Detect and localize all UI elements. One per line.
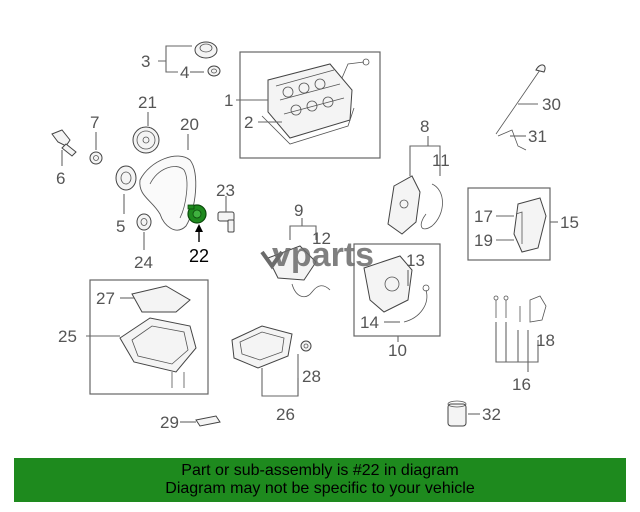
cylinder-head-cover[interactable] [267, 63, 353, 139]
oil-pan-bracket[interactable] [195, 415, 221, 427]
callout-4: 4 [180, 63, 189, 82]
callout-7: 7 [90, 113, 99, 132]
callout-8: 8 [420, 117, 429, 136]
callout-19: 19 [474, 231, 493, 250]
callout-11: 11 [432, 151, 450, 170]
oil-pan-bolts[interactable] [171, 372, 185, 388]
oil-pan-box [89, 279, 209, 395]
callout-30: 30 [542, 95, 561, 114]
timing-cover-upper[interactable] [387, 175, 421, 235]
pcv-hose[interactable] [341, 58, 370, 79]
callout-28: 28 [302, 367, 321, 386]
crankshaft-sensor[interactable] [51, 129, 77, 157]
callout-9: 9 [294, 201, 303, 220]
callout-22: 22 [189, 246, 209, 266]
callout-16: 16 [512, 375, 531, 394]
callout-23: 23 [216, 181, 235, 200]
callout-21: 21 [138, 93, 157, 112]
callout-3: 3 [141, 52, 150, 71]
oil-filler-cap[interactable] [194, 41, 218, 59]
oil-seal[interactable] [89, 151, 103, 165]
parts-diagram: 3 4 1 2 6 7 21 5 [51, 41, 579, 432]
bolt-set[interactable] [493, 295, 547, 323]
callout-32: 32 [482, 405, 501, 424]
callout-12: 12 [312, 229, 331, 248]
callout-29: 29 [160, 413, 179, 432]
timing-cover-box [467, 187, 551, 261]
camshaft-sprocket[interactable] [132, 126, 160, 154]
banner-line-1: Part or sub-assembly is #22 in diagram [181, 462, 459, 479]
callout-14: 14 [360, 313, 379, 332]
callout-20: 20 [180, 115, 199, 134]
lower-oil-pan[interactable] [231, 325, 293, 369]
upper-oil-pan[interactable] [119, 317, 197, 373]
timing-case-box [353, 243, 441, 337]
oil-filter[interactable] [447, 400, 467, 427]
dipstick-guide[interactable] [497, 129, 527, 151]
timing-cover-gasket[interactable] [420, 183, 443, 230]
timing-cover-side[interactable] [513, 197, 547, 253]
callout-6: 6 [56, 169, 65, 188]
tensioner-bolt[interactable] [217, 211, 235, 233]
timing-case-gasket[interactable] [403, 284, 430, 323]
timing-belt-tensioner[interactable] [187, 204, 207, 224]
callout-25: 25 [58, 327, 77, 346]
crankshaft-pulley[interactable] [115, 165, 137, 191]
callout-31: 31 [528, 127, 547, 146]
cylinder-head-box [239, 51, 381, 159]
callout-24: 24 [134, 253, 153, 272]
timing-belt[interactable] [139, 155, 197, 231]
callout-17: 17 [474, 207, 493, 226]
watermark-text: vparts [272, 236, 374, 274]
callout-13: 13 [406, 251, 425, 270]
callout-2: 2 [244, 113, 253, 132]
banner-line-2: Diagram may not be specific to your vehi… [165, 480, 475, 497]
drain-plug[interactable] [300, 340, 312, 352]
callout-26: 26 [276, 405, 295, 424]
callout-1: 1 [224, 91, 233, 110]
oil-dipstick[interactable] [495, 64, 546, 135]
callout-18: 18 [536, 331, 555, 350]
callout-5: 5 [116, 217, 125, 236]
vparts-logo: vparts [260, 236, 374, 274]
callout-10: 10 [388, 341, 407, 360]
callout-27: 27 [96, 289, 115, 308]
oil-cap-washer[interactable] [207, 65, 221, 77]
info-banner: Part or sub-assembly is #22 in diagram D… [14, 458, 626, 502]
timing-case-lower[interactable] [363, 255, 413, 313]
idler-pulley[interactable] [136, 213, 152, 231]
callout-15: 15 [560, 213, 579, 232]
head-cover-gasket[interactable] [261, 107, 355, 145]
oil-pump-cover[interactable] [131, 285, 191, 313]
